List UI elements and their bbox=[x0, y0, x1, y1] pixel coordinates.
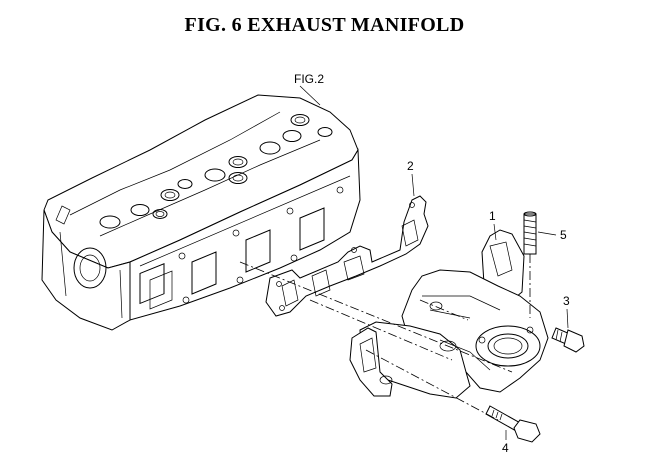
stud bbox=[523, 211, 537, 255]
reference-label: FIG.2 bbox=[294, 72, 324, 86]
exhaust-manifold bbox=[349, 229, 549, 399]
bolt-4 bbox=[485, 405, 541, 443]
svg-text:5: 5 bbox=[560, 228, 567, 242]
svg-text:3: 3 bbox=[563, 294, 570, 308]
gasket bbox=[265, 195, 429, 317]
svg-text:4: 4 bbox=[502, 441, 509, 455]
callout-1: 1 bbox=[489, 209, 497, 241]
assembly-lines bbox=[239, 254, 531, 421]
callout-2: 2 bbox=[407, 159, 415, 197]
svg-text:1: 1 bbox=[489, 209, 496, 223]
callout-5: 5 bbox=[537, 228, 567, 242]
callout-3: 3 bbox=[563, 294, 570, 329]
cylinder-head bbox=[41, 94, 361, 331]
bolt-3 bbox=[551, 327, 585, 353]
callout-4: 4 bbox=[502, 430, 509, 455]
svg-text:2: 2 bbox=[407, 159, 414, 173]
figure-title: FIG. 6 EXHAUST MANIFOLD bbox=[184, 14, 465, 36]
